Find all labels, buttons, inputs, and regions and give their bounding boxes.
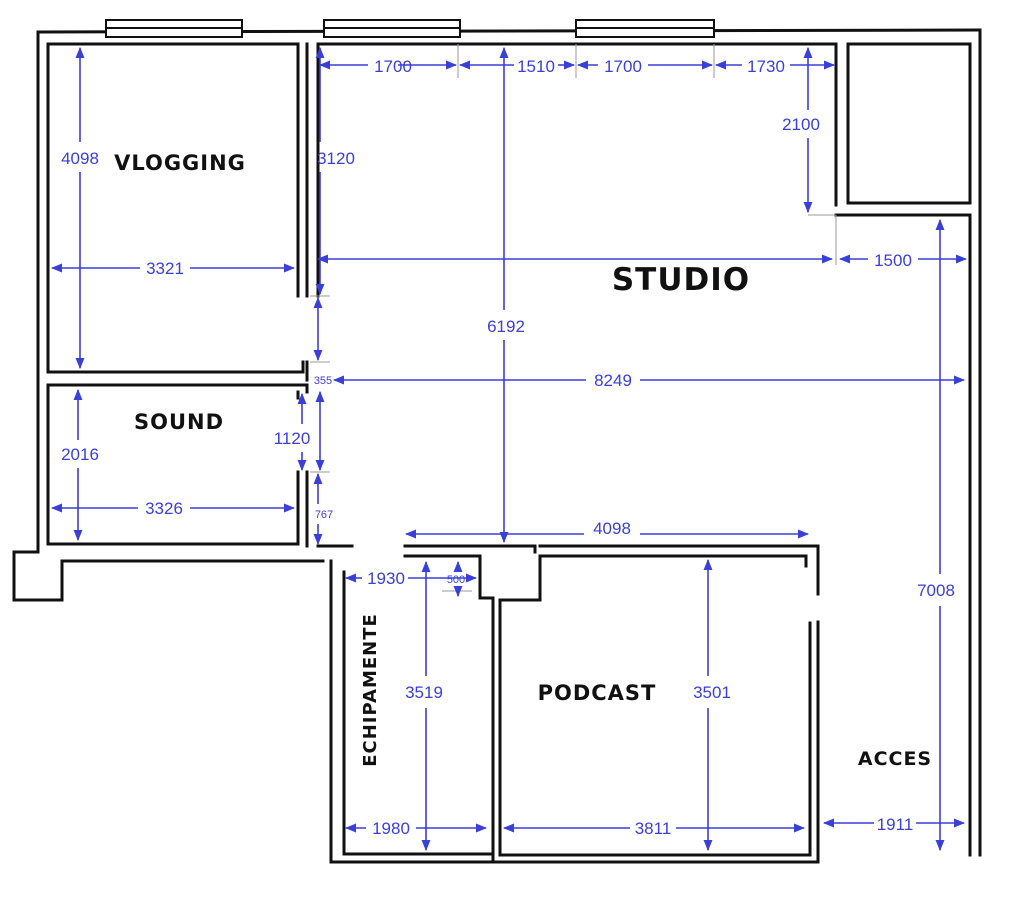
dim-sound-door: 1120 [274, 429, 311, 448]
dim-top-1: 1700 [374, 57, 412, 76]
windows [105, 19, 715, 38]
room-label-sound: SOUND [134, 410, 224, 434]
dim-studio-height: 6192 [487, 317, 525, 336]
dim-echipamente-width: 1980 [372, 819, 410, 838]
extension-lines [310, 44, 837, 592]
dim-corner-height: 2100 [782, 115, 820, 134]
dim-vlogging-height: 4098 [61, 149, 99, 168]
dim-acces-height: 7008 [917, 581, 955, 600]
room-labels: VLOGGING STUDIO SOUND ECHIPAMENTE PODCAS… [114, 151, 932, 770]
dim-podcast-width: 3811 [635, 819, 672, 838]
room-label-studio: STUDIO [612, 262, 750, 298]
dim-echipamente-notch: 500 [447, 574, 465, 586]
dim-echipamente-top: 1930 [367, 569, 405, 588]
dim-top-3: 1700 [604, 57, 642, 76]
dim-acces-width: 1911 [877, 815, 914, 834]
dim-studio-width: 8249 [594, 371, 632, 390]
walls [12, 28, 982, 864]
room-label-vlogging: VLOGGING [114, 151, 246, 175]
dim-studio-wall-upper: 3120 [317, 149, 355, 168]
dim-top-2: 1510 [517, 57, 555, 76]
room-label-acces: ACCES [858, 748, 932, 770]
dim-lower-gap: 767 [315, 509, 333, 521]
dim-small-gap: 355 [314, 375, 332, 387]
dim-sound-width: 3326 [145, 499, 183, 518]
dimension-lines [50, 46, 968, 852]
dim-studio-to-right: 1500 [874, 251, 912, 270]
dim-vlogging-width: 3321 [146, 259, 184, 278]
room-label-echipamente: ECHIPAMENTE [360, 613, 381, 767]
room-label-podcast: PODCAST [538, 681, 657, 705]
dim-echipamente-height: 3519 [405, 683, 443, 702]
dim-podcast-top-width: 4098 [593, 519, 631, 538]
dim-podcast-height: 3501 [693, 683, 731, 702]
dimension-labels: 1700 1510 1700 1730 2100 4098 3321 3120 … [61, 57, 955, 838]
dim-sound-height: 2016 [61, 445, 99, 464]
dim-top-4: 1730 [747, 57, 785, 76]
